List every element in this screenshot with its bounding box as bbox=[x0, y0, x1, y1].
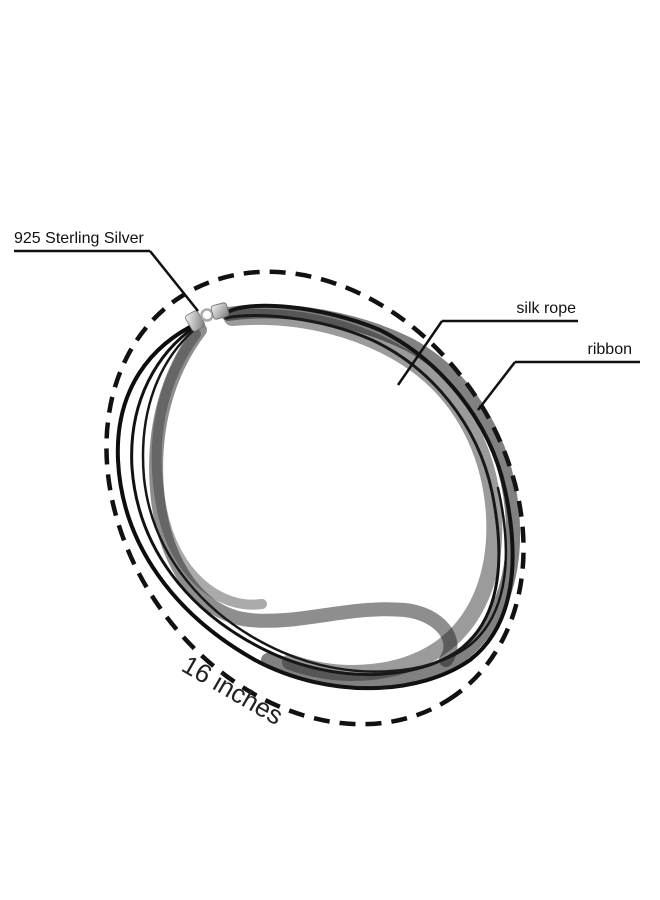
organza-ribbon-4 bbox=[151, 329, 267, 610]
necklace bbox=[115, 303, 521, 691]
silver-clasp bbox=[185, 302, 230, 332]
clasp-ring bbox=[200, 308, 214, 322]
clasp-cap-right bbox=[210, 302, 230, 320]
organza-ribbon-3 bbox=[149, 323, 458, 667]
organza-ribbon-2 bbox=[224, 308, 503, 681]
ribbon-label: ribbon bbox=[588, 341, 632, 358]
callout-ribbon: ribbon bbox=[477, 341, 640, 411]
callout-clasp: 925 Sterling Silver bbox=[14, 230, 199, 312]
dashed-length-outline bbox=[104, 269, 526, 727]
organza-ribbon-1 bbox=[221, 304, 521, 690]
callout-silk-rope: silk rope bbox=[396, 300, 578, 386]
clasp-label: 925 Sterling Silver bbox=[14, 230, 145, 247]
silk-rope-label: silk rope bbox=[516, 300, 576, 317]
